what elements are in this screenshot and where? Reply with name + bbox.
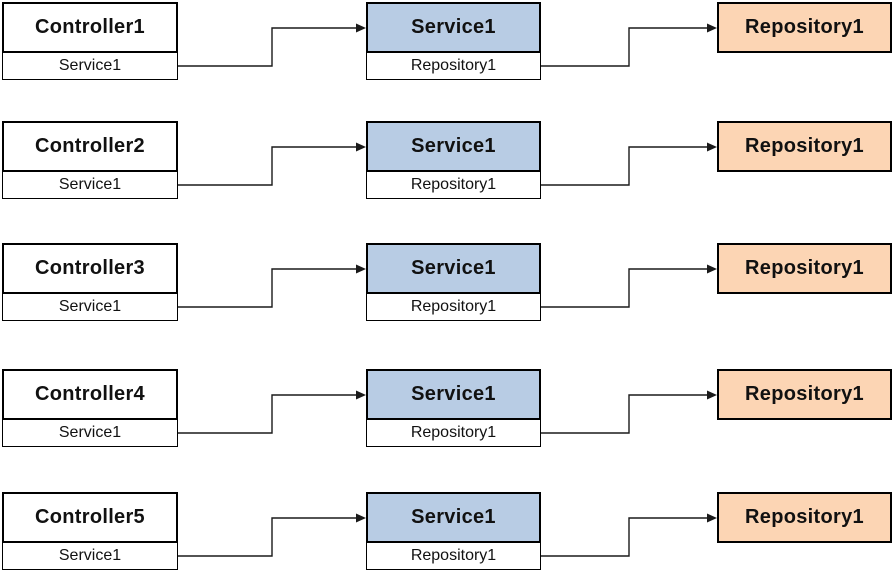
repository-name: Repository1 bbox=[717, 369, 892, 420]
service-name: Service1 bbox=[366, 369, 541, 420]
controller-name: Controller4 bbox=[2, 369, 178, 420]
service-to-repository-arrow bbox=[541, 23, 717, 67]
connector-arrows bbox=[178, 23, 717, 67]
service-to-repository-arrow bbox=[541, 264, 717, 308]
controller-to-service-arrow bbox=[178, 142, 366, 186]
controller-to-service-arrow bbox=[178, 23, 366, 67]
service-node: Service1 Repository1 bbox=[366, 369, 541, 447]
controller-to-service-arrow bbox=[178, 264, 366, 308]
controller-dependency-label: Service1 bbox=[2, 53, 178, 80]
service-to-repository-arrow bbox=[541, 142, 717, 186]
controller-node: Controller1 Service1 bbox=[2, 2, 178, 80]
controller-to-service-arrow bbox=[178, 390, 366, 434]
service-node: Service1 Repository1 bbox=[366, 121, 541, 199]
controller-to-service-arrow bbox=[178, 513, 366, 557]
service-dependency-label: Repository1 bbox=[366, 543, 541, 570]
repository-node: Repository1 bbox=[717, 369, 892, 420]
controller-node: Controller4 Service1 bbox=[2, 369, 178, 447]
repository-name: Repository1 bbox=[717, 121, 892, 172]
connector-arrows bbox=[178, 513, 717, 557]
service-name: Service1 bbox=[366, 2, 541, 53]
diagram-row: Controller3 Service1 Service1 Repository… bbox=[0, 243, 896, 323]
controller-name: Controller5 bbox=[2, 492, 178, 543]
controller-name: Controller2 bbox=[2, 121, 178, 172]
controller-node: Controller2 Service1 bbox=[2, 121, 178, 199]
service-name: Service1 bbox=[366, 121, 541, 172]
repository-node: Repository1 bbox=[717, 492, 892, 543]
diagram-row: Controller5 Service1 Service1 Repository… bbox=[0, 492, 896, 572]
controller-name: Controller3 bbox=[2, 243, 178, 294]
service-name: Service1 bbox=[366, 243, 541, 294]
controller-dependency-label: Service1 bbox=[2, 543, 178, 570]
diagram-row: Controller2 Service1 Service1 Repository… bbox=[0, 121, 896, 201]
service-dependency-label: Repository1 bbox=[366, 172, 541, 199]
diagram-row: Controller1 Service1 Service1 Repository… bbox=[0, 2, 896, 82]
diagram-row: Controller4 Service1 Service1 Repository… bbox=[0, 369, 896, 449]
controller-node: Controller3 Service1 bbox=[2, 243, 178, 321]
connector-arrows bbox=[178, 142, 717, 186]
controller-name: Controller1 bbox=[2, 2, 178, 53]
service-node: Service1 Repository1 bbox=[366, 243, 541, 321]
controller-dependency-label: Service1 bbox=[2, 420, 178, 447]
service-to-repository-arrow bbox=[541, 390, 717, 434]
controller-dependency-label: Service1 bbox=[2, 294, 178, 321]
repository-node: Repository1 bbox=[717, 2, 892, 53]
connector-arrows bbox=[178, 390, 717, 434]
service-node: Service1 Repository1 bbox=[366, 492, 541, 570]
service-node: Service1 Repository1 bbox=[366, 2, 541, 80]
repository-node: Repository1 bbox=[717, 243, 892, 294]
service-to-repository-arrow bbox=[541, 513, 717, 557]
controller-dependency-label: Service1 bbox=[2, 172, 178, 199]
connector-arrows bbox=[178, 264, 717, 308]
repository-name: Repository1 bbox=[717, 243, 892, 294]
repository-name: Repository1 bbox=[717, 492, 892, 543]
service-dependency-label: Repository1 bbox=[366, 420, 541, 447]
repository-node: Repository1 bbox=[717, 121, 892, 172]
service-dependency-label: Repository1 bbox=[366, 294, 541, 321]
service-dependency-label: Repository1 bbox=[366, 53, 541, 80]
repository-name: Repository1 bbox=[717, 2, 892, 53]
controller-node: Controller5 Service1 bbox=[2, 492, 178, 570]
service-name: Service1 bbox=[366, 492, 541, 543]
